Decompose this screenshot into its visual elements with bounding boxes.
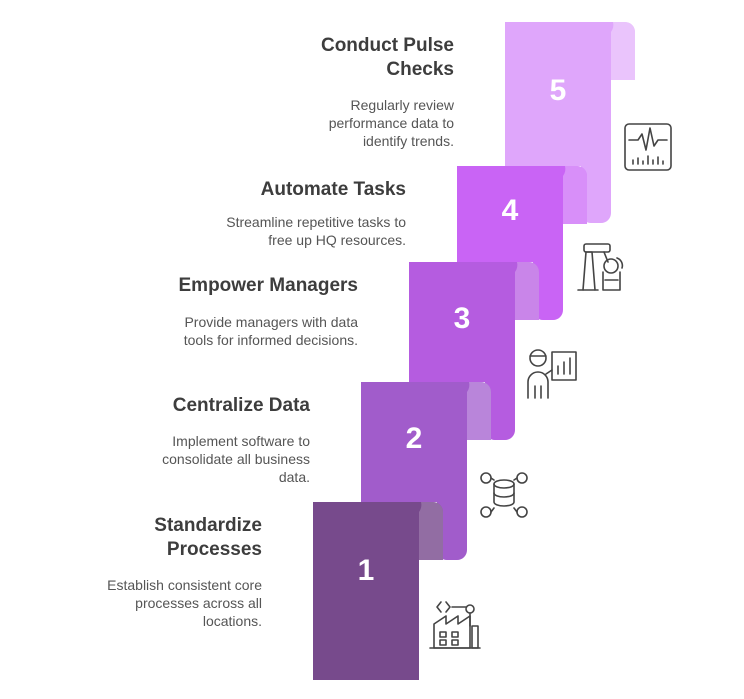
step-5-description: Regularly review performance data to ide… (328, 97, 454, 149)
ribbon-curl-4 (563, 166, 587, 224)
step-3-description: Provide managers with data tools for inf… (183, 314, 358, 348)
step-3-title: Empower Managers (178, 275, 359, 296)
ribbon-curl-3 (515, 262, 539, 320)
step-4-number: 4 (501, 194, 519, 227)
step-4-title: Automate Tasks (260, 179, 406, 200)
ribbon-step-1 (313, 502, 443, 680)
ribbon-step-2 (361, 382, 491, 560)
ribbon-step-5 (505, 22, 635, 223)
step-3-number: 3 (453, 302, 471, 335)
step-4-description: Streamline repetitive tasks to free up H… (226, 214, 406, 248)
step-1-number: 1 (357, 554, 375, 587)
step-2-description: Implement software to consolidate all bu… (162, 433, 310, 485)
ribbon-curl-5 (611, 22, 635, 80)
step-2-number: 2 (405, 422, 423, 455)
step-5-number: 5 (549, 74, 567, 107)
pulse-monitor-icon (624, 123, 672, 171)
step-1-description: Establish consistent core processes acro… (107, 577, 262, 629)
manager-chart-icon (527, 349, 577, 399)
step-2-title: Centralize Data (172, 395, 310, 416)
database-network-icon (480, 472, 528, 518)
factory-robot-arm-icon (429, 601, 481, 649)
step-1-title: Standardize Processes (154, 515, 262, 560)
ribbon-curl-1 (419, 502, 443, 560)
ribbon-step-3 (409, 262, 539, 440)
robot-arm-icon (577, 243, 624, 291)
ribbon-step-4 (457, 166, 587, 320)
ribbon-curl-2 (467, 382, 491, 440)
step-5-title: Conduct Pulse Checks (320, 35, 454, 80)
